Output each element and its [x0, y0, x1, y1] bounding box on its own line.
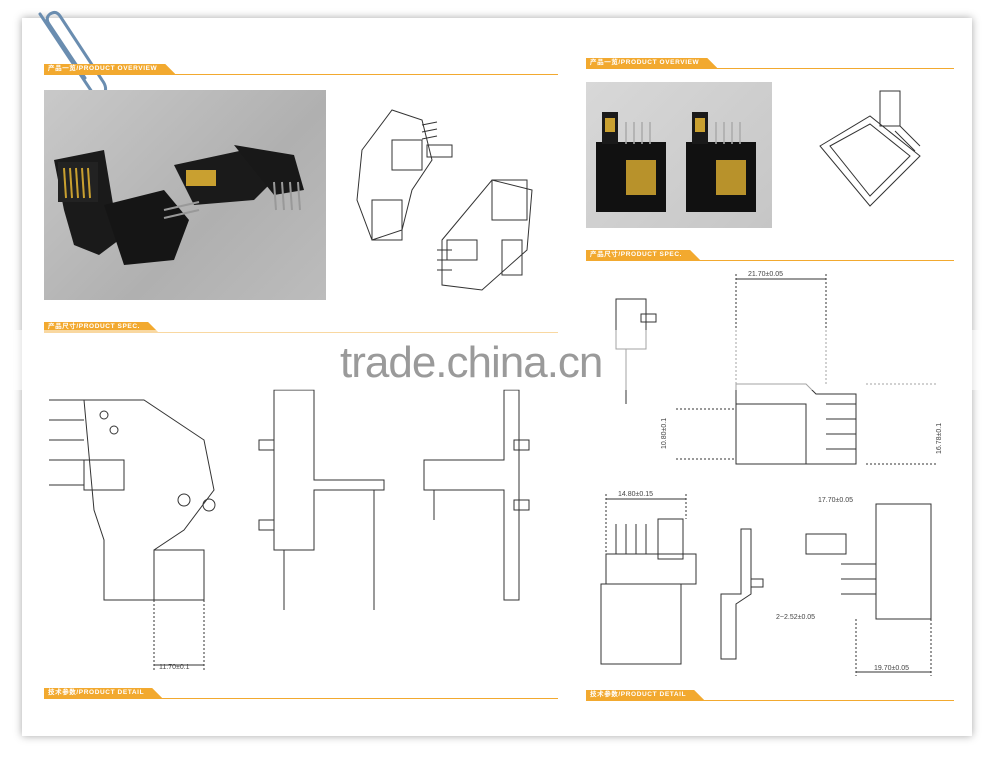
- spec-drawing-right: [600, 274, 936, 676]
- paperclip-icon: [38, 10, 108, 99]
- watermark-band: [0, 330, 1000, 390]
- svg-text:2~2.52±0.05: 2~2.52±0.05: [776, 614, 815, 621]
- svg-text:17.70±0.05: 17.70±0.05: [818, 497, 853, 504]
- svg-text:21.70±0.05: 21.70±0.05: [748, 271, 783, 278]
- dimension-labels-right: 21.70±0.05 10.80±0.1 16.78±0.1 14.80±0.1…: [618, 271, 943, 672]
- svg-text:14.80±0.15: 14.80±0.15: [618, 491, 653, 498]
- svg-text:16.78±0.1: 16.78±0.1: [936, 423, 943, 454]
- product-photo-secondary: [586, 82, 772, 228]
- section-header-detail-right: 技术参数/PRODUCT DETAIL: [586, 690, 954, 702]
- svg-text:11.70±0.1: 11.70±0.1: [159, 664, 190, 671]
- section-header-overview-right: 产品一览/PRODUCT OVERVIEW: [586, 58, 954, 70]
- product-photo-main: [44, 90, 326, 300]
- dimension-left-bottom: 11.70±0.1: [159, 664, 190, 671]
- connector-iso-drawing: [819, 90, 921, 207]
- connector-line-drawing-top: [356, 109, 533, 291]
- svg-text:10.80±0.1: 10.80±0.1: [661, 418, 668, 449]
- section-header-detail-left: 技术参数/PRODUCT DETAIL: [44, 688, 558, 700]
- spec-drawing-left: [49, 389, 530, 670]
- connector-photo-illustration: [54, 145, 304, 265]
- section-header-overview-left: 产品一览/PRODUCT OVERVIEW: [44, 64, 558, 76]
- section-header-spec-right: 产品尺寸/PRODUCT SPEC.: [586, 250, 954, 262]
- watermark-text: trade.china.cn: [340, 338, 603, 387]
- connector-pair-illustration: [596, 112, 756, 212]
- svg-text:19.70±0.05: 19.70±0.05: [874, 665, 909, 672]
